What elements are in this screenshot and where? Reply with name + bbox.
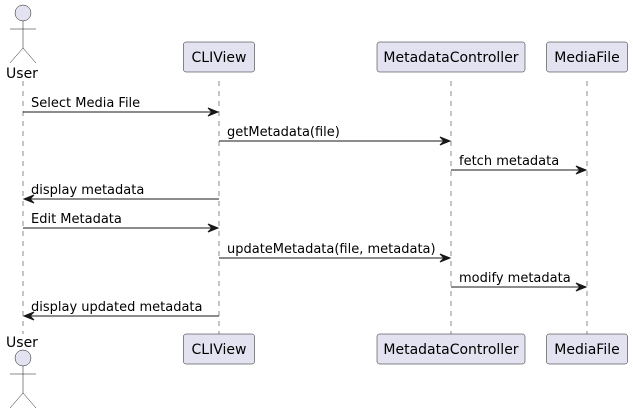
message-6: updateMetadata(file, metadata) [219,242,452,263]
actor-left-leg [9,47,24,64]
participant-metadata-controller-top: MetadataController [376,41,526,73]
participant-box [183,41,255,73]
actor-head [14,4,32,22]
participants-top: User CLIView MetadataController MediaFile [6,4,628,82]
actor-right-leg [22,47,37,64]
message-8: display updated metadata [22,300,219,321]
message-label: display updated metadata [31,300,203,315]
message-4: display metadata [22,183,219,204]
message-1: Select Media File [23,96,220,117]
participant-cliview-top: CLIView [183,41,255,73]
participant-metadata-controller-bottom: MetadataController [376,333,526,365]
participant-label: MediaFile [554,50,619,66]
participant-box [546,333,628,365]
actor-head [14,349,32,367]
message-arrowhead [22,194,35,204]
participant-cliview-bottom: CLIView [183,333,255,365]
message-label: Edit Metadata [31,212,122,227]
message-arrowhead [439,136,452,146]
message-label: display metadata [31,183,144,198]
message-arrowhead [575,165,588,175]
message-arrowhead [575,282,588,292]
participant-box [183,333,255,365]
actor-user-bottom: User [6,335,38,409]
participant-box [376,41,526,73]
message-label: fetch metadata [459,154,559,169]
actor-left-leg [9,392,24,409]
message-arrowhead [207,223,220,233]
participants-bottom: User CLIView MetadataController MediaFile [6,333,628,409]
message-arrowhead [22,311,35,321]
participant-label: CLIView [192,50,247,66]
message-3: fetch metadata [451,154,588,175]
message-label: updateMetadata(file, metadata) [227,242,436,257]
message-5: Edit Metadata [23,212,220,233]
actor-label: User [6,66,38,82]
participant-media-file-bottom: MediaFile [546,333,628,365]
lifelines [22,81,588,334]
message-label: Select Media File [31,96,140,111]
participant-box [376,333,526,365]
participant-label: MediaFile [554,342,619,358]
participant-label: MetadataController [383,342,518,358]
message-7: modify metadata [451,271,588,292]
message-label: getMetadata(file) [227,125,340,140]
messages: Select Media File getMetadata(file) fetch … [22,96,588,321]
actor-user-top: User [6,4,38,82]
message-arrowhead [207,107,220,117]
actor-label: User [6,335,38,351]
message-label: modify metadata [459,271,571,286]
message-arrowhead [439,253,452,263]
participant-label: MetadataController [383,50,518,66]
participant-box [546,41,628,73]
participant-media-file-top: MediaFile [546,41,628,73]
actor-right-leg [22,392,37,409]
message-2: getMetadata(file) [219,125,452,146]
participant-label: CLIView [192,342,247,358]
